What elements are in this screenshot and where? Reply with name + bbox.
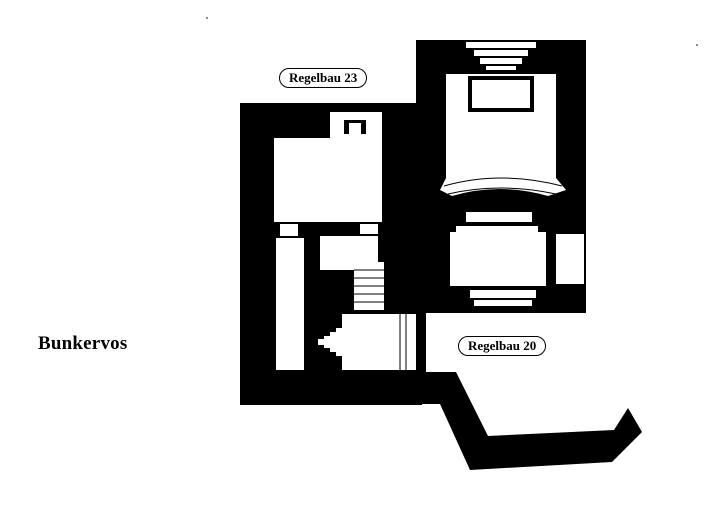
site-title: Bunkervos xyxy=(38,333,128,354)
regelbau-20-label: Regelbau 20 xyxy=(458,336,547,356)
regelbau-20-lower-room xyxy=(450,232,546,286)
regelbau-23-entrance xyxy=(318,328,344,356)
regelbau-20-side-niche xyxy=(556,234,584,284)
regelbau-23-plan xyxy=(240,103,422,405)
regelbau-23-lower-left-room xyxy=(276,238,304,370)
trench-passage xyxy=(420,372,642,470)
regelbau-20-embrasure xyxy=(466,42,536,70)
regelbau-23-label: Regelbau 23 xyxy=(279,68,368,88)
regelbau-23-stairs xyxy=(354,262,384,310)
regelbau-20-plan xyxy=(416,40,586,313)
regelbau-23-bottom-room xyxy=(342,314,416,370)
regelbau-23-upper-room xyxy=(274,138,382,222)
